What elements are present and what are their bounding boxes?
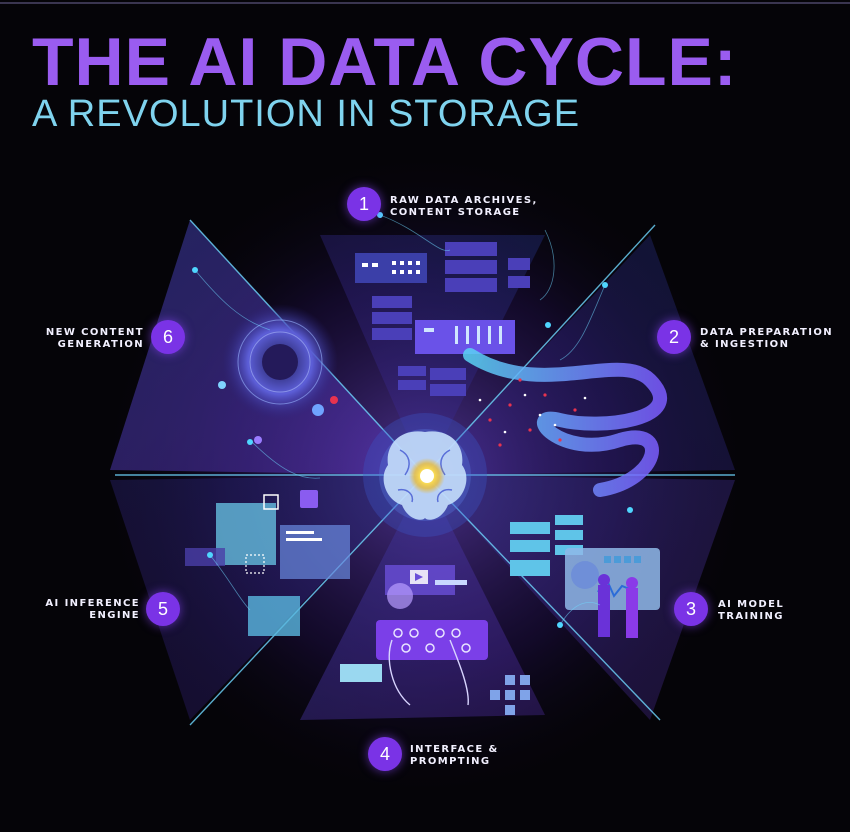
data-ribbon-icon [463, 348, 667, 497]
page-subtitle: A REVOLUTION IN STORAGE [32, 93, 581, 135]
connector-dots [192, 212, 633, 628]
page-title: THE AI DATA CYCLE: [32, 24, 738, 100]
people-chart-icon [510, 515, 660, 638]
step-3-badge: 3 [674, 592, 708, 626]
data-particles-red [488, 378, 577, 447]
screen-panels-icon [185, 490, 350, 636]
step-2-label: DATA PREPARATION & INGESTION [700, 327, 833, 351]
wedge-storage [320, 235, 545, 475]
step-5-label-line2: ENGINE [89, 610, 140, 621]
step-6-label-line2: GENERATION [57, 339, 144, 350]
step-6-badge: 6 [151, 320, 185, 354]
data-particles-white [478, 393, 587, 434]
step-6-label: NEW CONTENT GENERATION [46, 327, 144, 351]
step-4-label-line2: PROMPTING [410, 756, 491, 767]
top-divider [0, 2, 850, 4]
step-2-badge: 2 [657, 320, 691, 354]
step-5-badge: 5 [146, 592, 180, 626]
step-6-label-line1: NEW CONTENT [45, 327, 144, 338]
vortex-icon [218, 304, 338, 444]
step-4-label: INTERFACE & PROMPTING [410, 744, 499, 768]
step-3-label: AI MODEL TRAINING [718, 599, 784, 623]
server-rack-icon [355, 242, 530, 396]
step-5-label: AI INFERENCE ENGINE [45, 598, 140, 622]
hands-keyboard-icon [340, 565, 530, 715]
connector-lines [194, 214, 606, 626]
brain-icon [363, 413, 487, 537]
step-4-label-line1: INTERFACE & [410, 744, 499, 755]
step-1-badge: 1 [347, 187, 381, 221]
step-1-label-line1: RAW DATA ARCHIVES, [390, 195, 538, 206]
step-2-label-line1: DATA PREPARATION [700, 327, 834, 338]
step-2-label-line2: & INGESTION [700, 339, 790, 350]
step-3-label-line1: AI MODEL [718, 599, 785, 610]
step-4-badge: 4 [368, 737, 402, 771]
step-1-label: RAW DATA ARCHIVES, CONTENT STORAGE [390, 195, 538, 219]
step-3-label-line2: TRAINING [718, 611, 784, 622]
step-1-label-line2: CONTENT STORAGE [390, 207, 521, 218]
step-5-label-line1: AI INFERENCE [45, 598, 140, 609]
